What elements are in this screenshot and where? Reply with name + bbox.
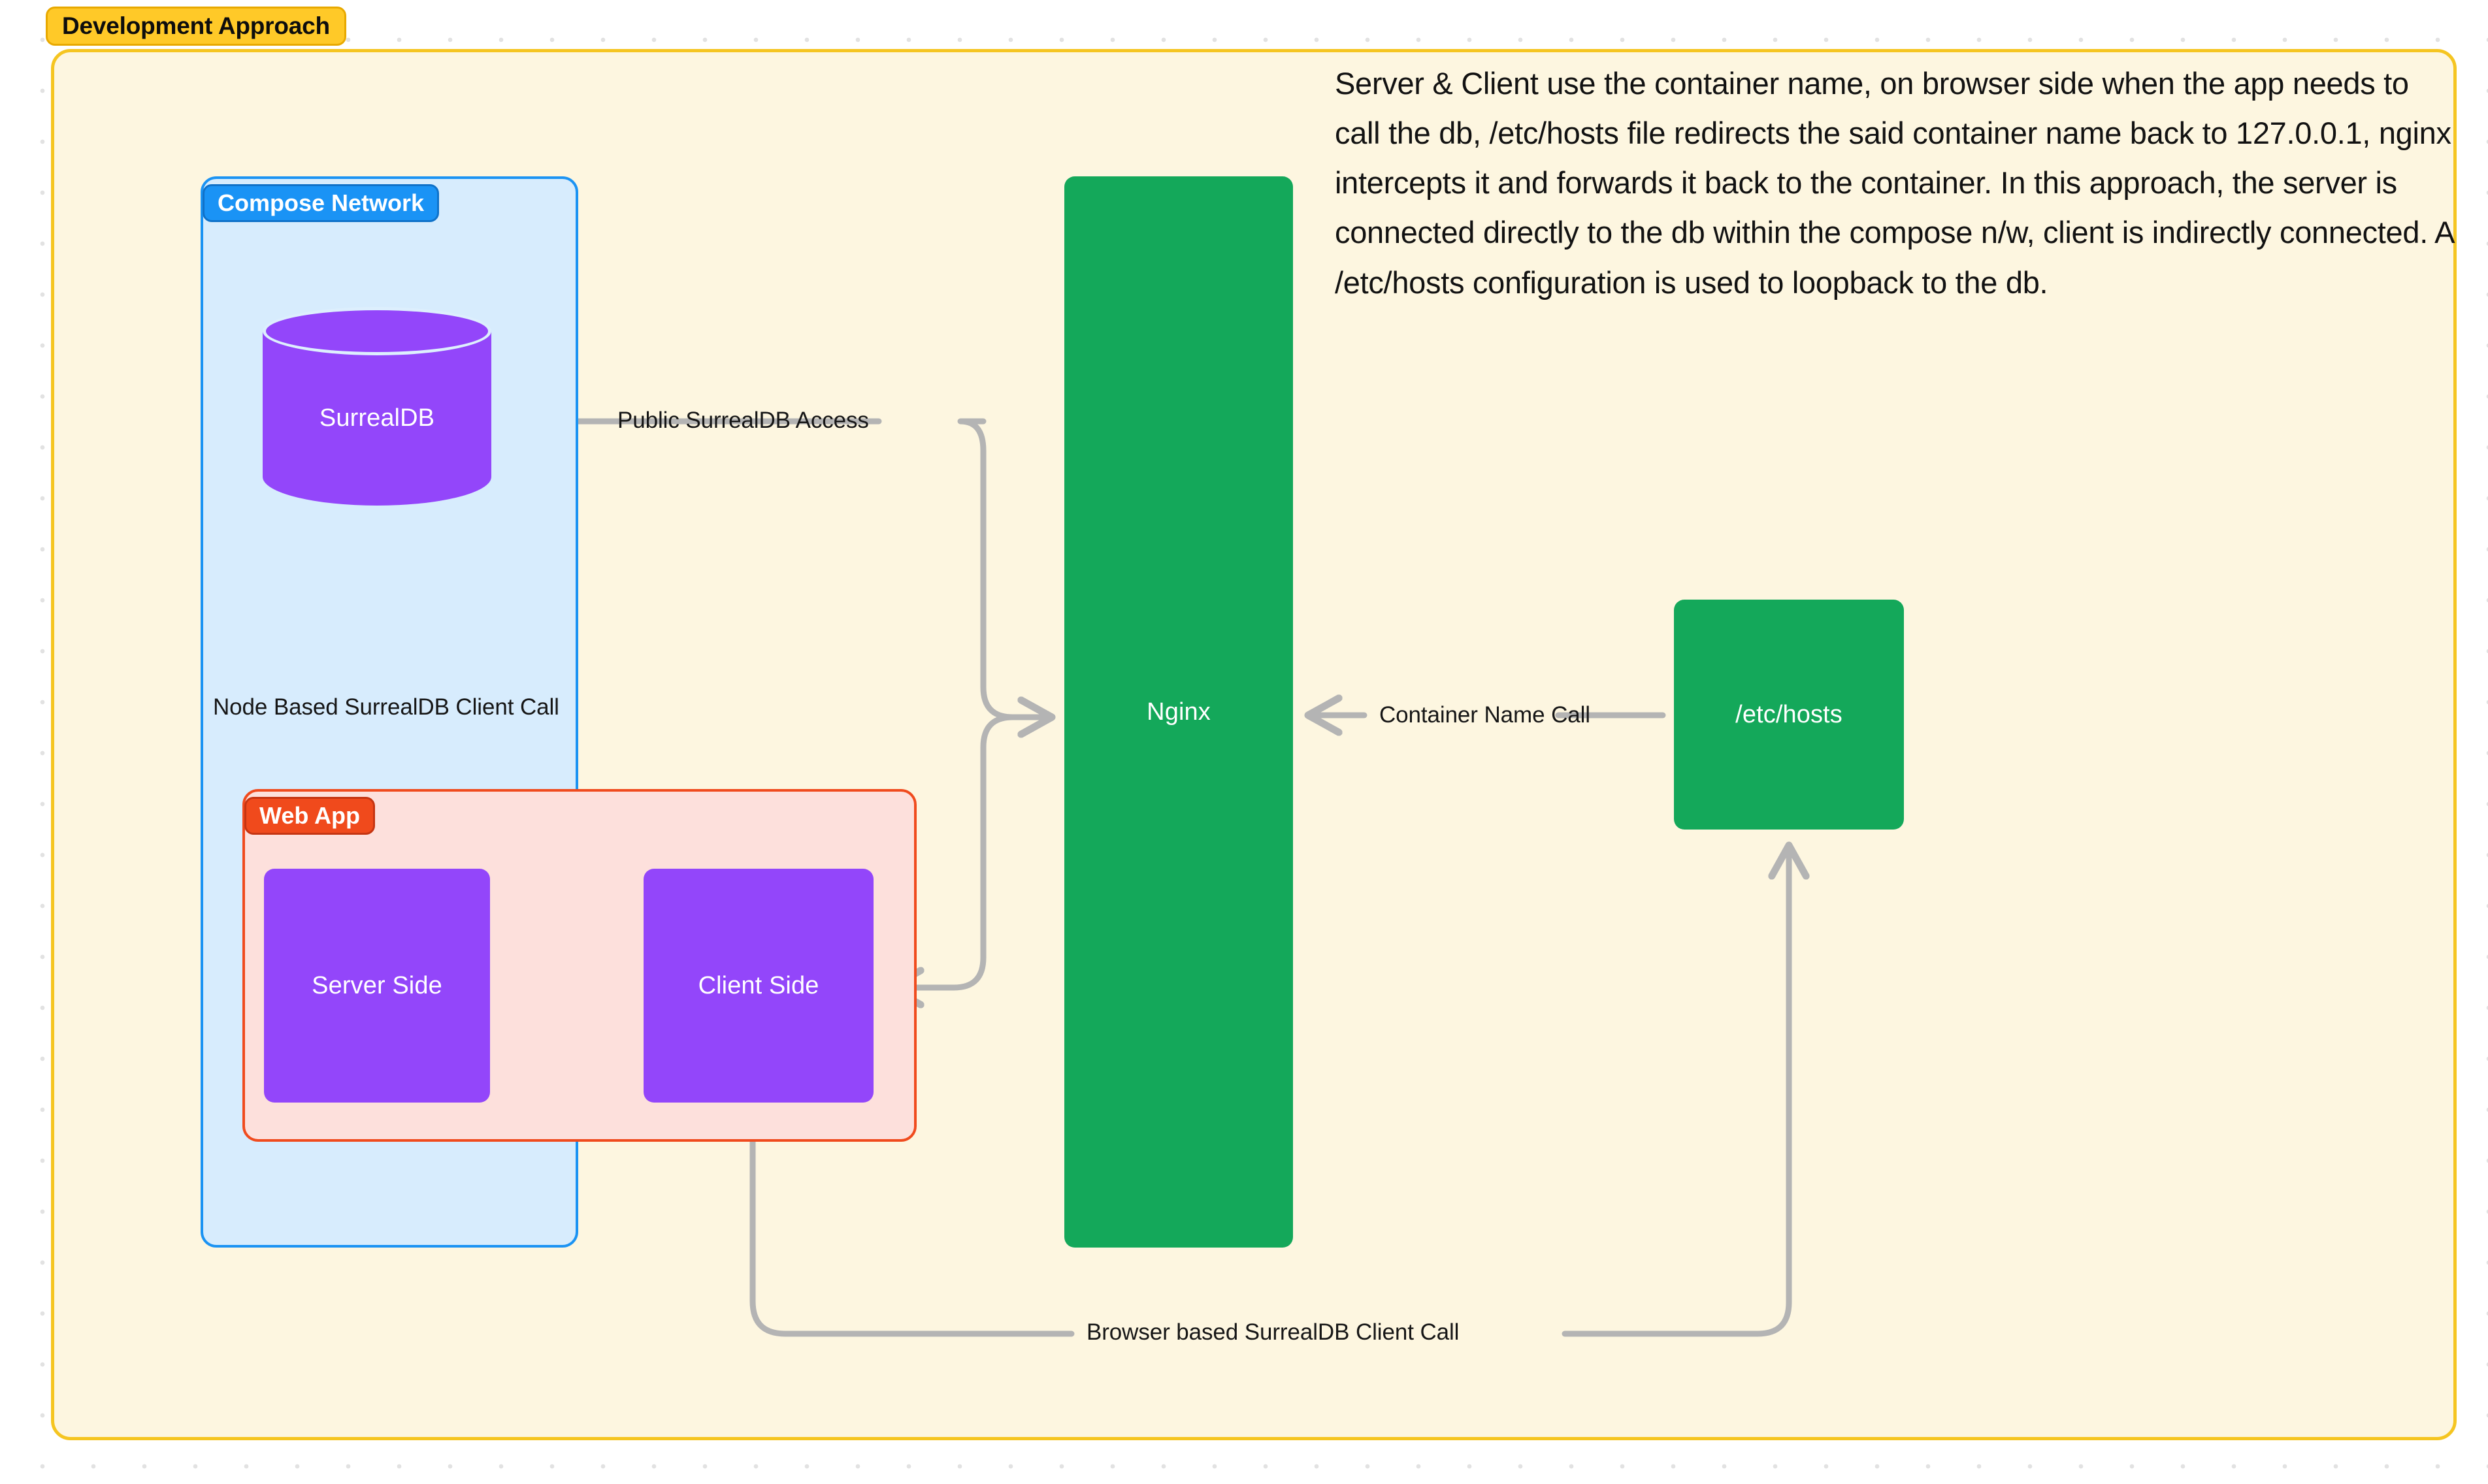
surrealdb-cylinder-top <box>263 307 491 355</box>
group-web-app-badge: Web App <box>244 797 375 835</box>
node-server-side[interactable]: Server Side <box>264 869 490 1103</box>
node-surrealdb-label: SurrealDB <box>319 404 435 432</box>
edge-label-public-surrealdb-access: Public SurrealDB Access <box>617 408 869 433</box>
node-client-side[interactable]: Client Side <box>644 869 874 1103</box>
diagram-title-badge: Development Approach <box>46 7 346 46</box>
node-nginx[interactable]: Nginx <box>1064 176 1293 1248</box>
node-surrealdb[interactable]: SurrealDB <box>263 307 491 529</box>
edge-label-node-based-client-call: Node Based SurrealDB Client Call <box>213 694 559 720</box>
description-text: Server & Client use the container name, … <box>1335 66 2453 300</box>
edge-label-browser-based-client-call: Browser based SurrealDB Client Call <box>1087 1319 1460 1345</box>
group-compose-network-badge: Compose Network <box>203 184 440 222</box>
surrealdb-cylinder-body <box>263 331 491 506</box>
node-etc-hosts[interactable]: /etc/hosts <box>1674 600 1904 830</box>
edge-label-container-name-call: Container Name Call <box>1379 702 1590 728</box>
